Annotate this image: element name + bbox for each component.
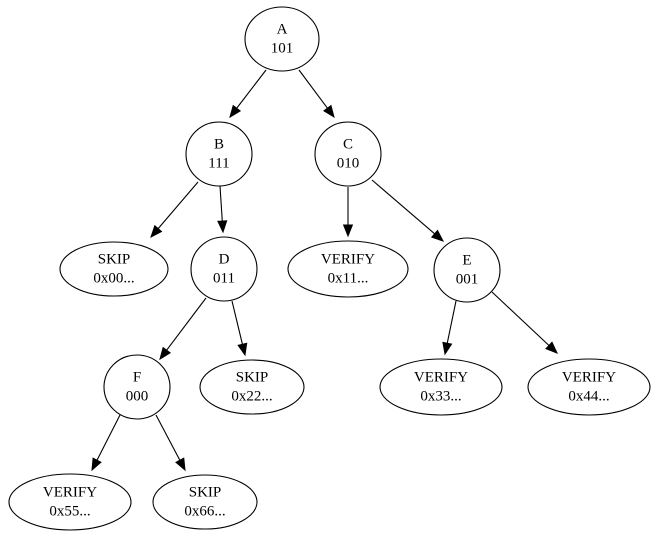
node-label-secondary: 0x33... [420,388,461,404]
node-label-primary: SKIP [236,369,269,385]
node-label-secondary: 0x11... [328,270,369,286]
node-label-primary: SKIP [189,484,222,500]
node-verify33[interactable]: VERIFY 0x33... [379,358,503,416]
edge-line [446,300,457,344]
node-label-primary: C [343,136,353,152]
edge-c-to-verify11 [342,187,354,238]
edge-f-to-skip66 [155,414,186,472]
node-label-secondary: 010 [337,155,360,171]
node-label-secondary: 001 [456,271,479,287]
node-c[interactable]: C 010 [314,121,382,187]
node-label-primary: VERIFY [562,369,616,385]
node-verify11[interactable]: VERIFY 0x11... [287,240,409,298]
node-label-primary: A [277,21,288,37]
arrowhead-icon [237,342,248,357]
node-shape-ellipse [527,358,651,416]
node-label-secondary: 0x55... [49,503,90,519]
node-shape-circle [314,121,382,187]
node-label-primary: F [133,369,141,385]
node-shape-circle [244,6,320,72]
edges-layer [91,69,558,472]
node-label-primary: VERIFY [43,484,97,500]
node-label-primary: B [214,136,224,152]
node-shape-circle [190,236,258,302]
node-shape-ellipse [379,358,503,416]
node-label-primary: E [462,252,471,268]
edge-line [491,291,550,346]
node-label-secondary: 011 [213,270,235,286]
arrowhead-icon [91,457,102,472]
node-skip00[interactable]: SKIP 0x00... [59,241,169,297]
node-label-secondary: 000 [126,388,149,404]
arrowhead-icon [217,220,228,234]
arrowhead-icon [323,104,335,119]
node-label-primary: VERIFY [414,369,468,385]
edge-c-to-e [371,179,445,242]
node-shape-ellipse [8,473,132,531]
edge-b-to-skip00 [150,181,199,239]
edge-b-to-d [217,185,228,234]
node-skip22[interactable]: SKIP 0x22... [199,359,305,415]
arrowhead-icon [229,104,242,119]
node-shape-circle [433,237,501,303]
node-shape-ellipse [152,474,258,530]
node-label-secondary: 0x44... [568,388,609,404]
node-shape-ellipse [59,241,169,297]
node-label-secondary: 101 [271,40,294,56]
edge-line [371,179,436,235]
edge-a-to-c [298,69,335,119]
node-verify44[interactable]: VERIFY 0x44... [527,358,651,416]
node-label-secondary: 0x00... [93,270,134,286]
node-shape-ellipse [287,240,409,298]
arrowhead-icon [545,341,558,354]
edge-line [219,185,223,222]
arrowhead-icon [442,341,453,356]
edge-e-to-verify33 [442,300,457,356]
edge-d-to-skip22 [231,300,248,357]
node-e[interactable]: E 001 [433,237,501,303]
edge-line [157,181,199,229]
node-label-secondary: 0x66... [184,503,225,519]
node-shape-circle [103,354,171,420]
node-label-secondary: 111 [208,155,229,171]
edge-f-to-verify55 [91,414,121,472]
arrowhead-icon [159,346,172,361]
edge-line [155,414,181,461]
arrowhead-icon [342,224,354,238]
edge-d-to-f [159,297,207,361]
node-skip66[interactable]: SKIP 0x66... [152,474,258,530]
node-label-primary: SKIP [98,251,131,267]
node-b[interactable]: B 111 [185,121,253,187]
arrowhead-icon [150,224,163,239]
node-shape-ellipse [199,359,305,415]
edge-line [231,300,243,345]
node-shape-circle [185,121,253,187]
node-label-secondary: 0x22... [231,388,272,404]
arrowhead-icon [175,457,186,472]
nodes-layer: A101B111C010SKIP0x00...D011VERIFY0x11...… [8,6,651,531]
edge-line [166,297,207,351]
node-label-primary: D [219,251,230,267]
edge-e-to-verify44 [491,291,558,354]
edge-a-to-b [229,69,267,119]
node-f[interactable]: F 000 [103,354,171,420]
node-d[interactable]: D 011 [190,236,258,302]
edge-line [298,69,328,109]
edge-line [236,69,267,109]
node-verify55[interactable]: VERIFY 0x55... [8,473,132,531]
node-a[interactable]: A 101 [244,6,320,72]
arrowhead-icon [430,229,445,242]
node-label-primary: VERIFY [321,251,375,267]
edge-line [96,414,121,461]
